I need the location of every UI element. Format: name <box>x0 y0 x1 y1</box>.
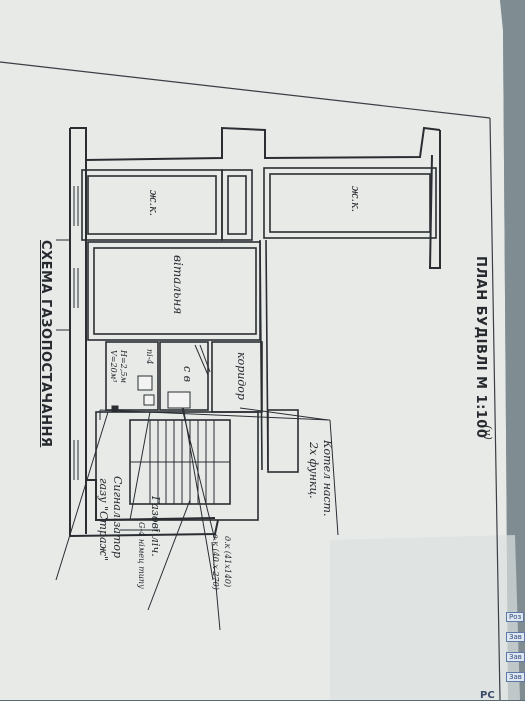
room-label-bedroom-left: ж.к. <box>147 190 160 217</box>
windows <box>73 186 437 531</box>
edge-cell-1: Роз <box>506 612 525 622</box>
paper <box>0 0 508 700</box>
edge-text-rc: РС <box>480 690 495 701</box>
stair-treads <box>130 420 230 504</box>
gas-lines <box>55 239 339 631</box>
room-label-pi4: пі-4 <box>145 349 154 365</box>
frame-lines <box>0 61 501 700</box>
room-height: H=2,5м <box>119 350 128 384</box>
room-label-bedroom-right: ж.к. <box>349 186 362 213</box>
edge-cell-2: Зав <box>506 632 525 642</box>
room-label-vitalnia: вітальня <box>171 255 185 315</box>
gas-devices <box>111 375 191 413</box>
room-label-sv: с в <box>181 366 194 383</box>
signal-label-2: газу "Страж" <box>97 478 110 562</box>
boiler-label-1: Котел наст. <box>321 440 334 517</box>
gas-meter-label-1: Газові ліч. <box>149 496 162 557</box>
boiler-label-2: 2х функц. <box>307 442 320 499</box>
scheme-title: СХЕМА ГАЗОПОСТАЧАННЯ <box>38 240 53 448</box>
room-label-korydor: коридор <box>235 352 248 400</box>
signal-label-1: Сигналізатор <box>111 476 124 559</box>
window-dims-2: в.к (40 х 270) <box>211 534 220 590</box>
window-dims-1: д.к (41х140) <box>223 536 232 588</box>
edge-cell-4: Зав <box>506 672 525 682</box>
edge-cell-3: Зав <box>506 652 525 662</box>
plan-title: ПЛАН БУДІВЛІ М 1:100 <box>473 256 488 439</box>
gas-meter-label-2: G-4 німец типу <box>137 522 146 589</box>
plan-title-note: (v) <box>481 425 494 440</box>
room-volume: V=20м³ <box>109 350 118 383</box>
